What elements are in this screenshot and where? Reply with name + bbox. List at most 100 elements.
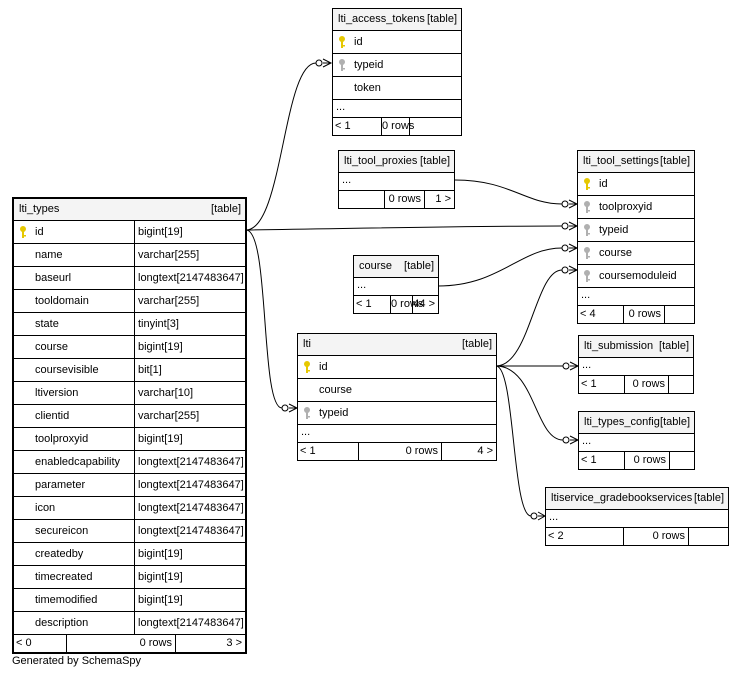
edge-lti-to-lti-tool-settings [495, 269, 563, 367]
column-type: varchar[255] [134, 244, 245, 266]
child-count: 44 > [412, 296, 438, 313]
column-row[interactable]: course [298, 379, 496, 402]
child-count [669, 452, 694, 469]
column-name: description [35, 617, 89, 629]
column-ellipsis: ... [333, 100, 461, 118]
column-name: ... [357, 279, 367, 291]
column-name: ... [582, 435, 592, 447]
column-ellipsis: ... [579, 434, 694, 452]
table-header[interactable]: lti_submission[table] [579, 336, 693, 358]
edge-lti-to-lti-types-config [495, 365, 564, 441]
table-tag: [table] [694, 492, 724, 504]
column-name: course [319, 384, 353, 396]
generated-by-label: Generated by SchemaSpy [12, 655, 142, 667]
primary-key-icon [304, 361, 310, 373]
column-row[interactable]: typeid [298, 402, 496, 425]
edge-end-circle [561, 222, 569, 230]
table-name: course [359, 260, 393, 272]
table-header[interactable]: lti_tool_proxies[table] [339, 151, 454, 173]
table-header[interactable]: lti_types[table] [14, 199, 245, 221]
column-row[interactable]: id [578, 173, 694, 196]
row-count: 0 rows [623, 528, 688, 545]
child-count: 3 > [175, 635, 245, 652]
column-row[interactable]: toolproxyid [578, 196, 694, 219]
column-type: longtext[2147483647] [134, 612, 245, 634]
table-ltiservice-gradebookservices[interactable]: ltiservice_gradebookservices[table]...< … [545, 487, 729, 546]
column-type: bigint[19] [134, 428, 245, 450]
column-row[interactable]: id [298, 356, 496, 379]
column-name: course [599, 247, 633, 259]
column-row[interactable]: course [578, 242, 694, 265]
parent-count: < 1 [356, 298, 372, 310]
table-lti-access-tokens[interactable]: lti_access_tokens[table]id typeid token...… [332, 8, 462, 136]
column-name: ... [301, 426, 311, 438]
column-type: varchar[255] [134, 290, 245, 312]
table-header[interactable]: lti_access_tokens[table] [333, 9, 461, 31]
crows-foot [568, 265, 579, 275]
row-count: 0 rows [381, 118, 414, 135]
edge-end-circle [561, 200, 569, 208]
column-name: typeid [354, 59, 384, 71]
column-row[interactable]: description longtext[2147483647] [14, 612, 245, 635]
table-tag: [table] [404, 260, 434, 272]
column-name: toolproxyid [599, 201, 653, 213]
table-lti-tool-settings[interactable]: lti_tool_settings[table]id toolproxyid typ… [577, 150, 695, 324]
crows-foot [322, 58, 333, 68]
column-name: ... [342, 174, 352, 186]
table-header[interactable]: lti_types_config[table] [579, 412, 694, 434]
table-name: lti_submission [584, 340, 654, 352]
table-name: lti_tool_proxies [344, 155, 418, 167]
row-count: 0 rows [624, 376, 668, 393]
table-header[interactable]: ltiservice_gradebookservices[table] [546, 488, 728, 510]
column-name: coursemoduleid [599, 270, 677, 282]
column-type: bigint[19] [134, 589, 245, 611]
table-header[interactable]: lti_tool_settings[table] [578, 151, 694, 173]
column-row[interactable]: coursemoduleid [578, 265, 694, 288]
column-name: toolproxyid [35, 433, 89, 445]
column-row[interactable]: typeid [578, 219, 694, 242]
table-tag: [table] [660, 416, 690, 428]
column-type: bit[1] [134, 359, 245, 381]
table-header[interactable]: lti[table] [298, 334, 496, 356]
row-count: 0 rows [623, 306, 664, 323]
column-ellipsis: ... [298, 425, 496, 443]
table-tag: [table] [211, 203, 241, 215]
column-row[interactable]: typeid [333, 54, 461, 77]
primary-key-icon [584, 178, 590, 190]
foreign-key-icon [584, 201, 590, 213]
column-type: bigint[19] [134, 336, 245, 358]
column-type: bigint[19] [134, 543, 245, 565]
column-type: bigint[19] [134, 566, 245, 588]
column-row[interactable]: toolproxyid bigint[19] [14, 428, 245, 451]
column-row[interactable]: token [333, 77, 461, 100]
table-header[interactable]: course [table] [354, 256, 438, 278]
table-tag: [table] [427, 13, 457, 25]
column-type: bigint[19] [134, 221, 245, 243]
column-row[interactable]: id [333, 31, 461, 54]
